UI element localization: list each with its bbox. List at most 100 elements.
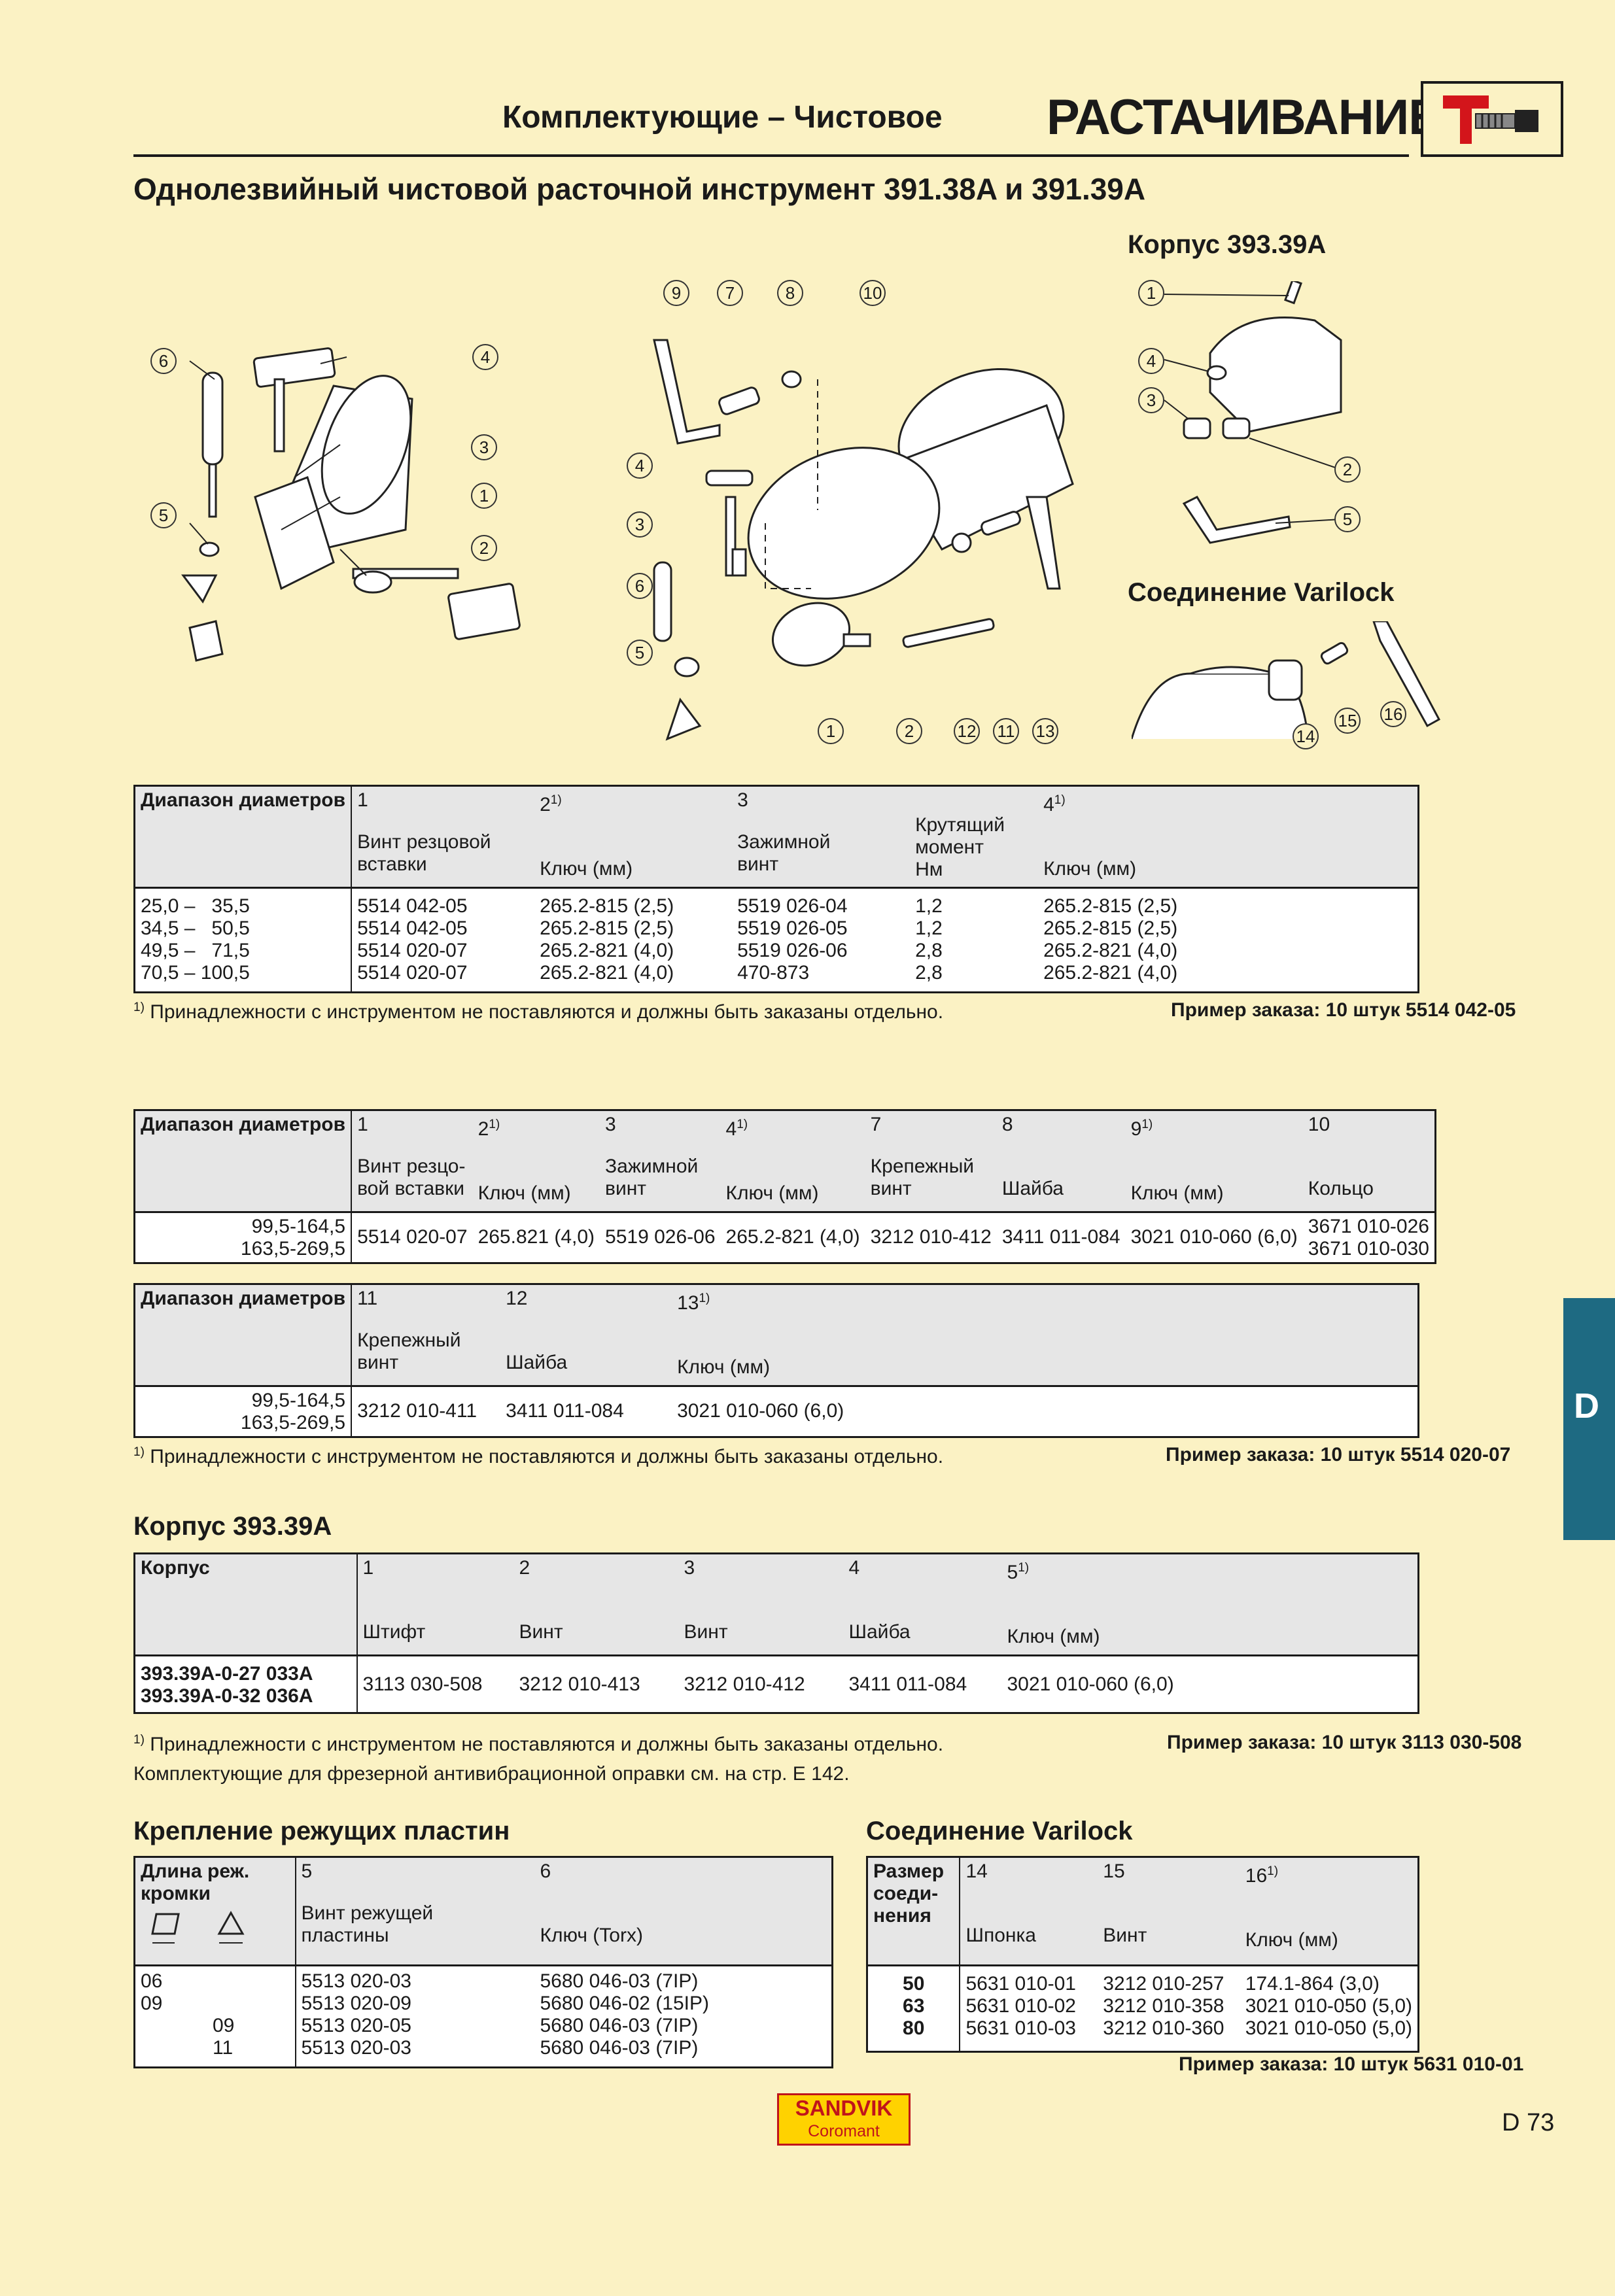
t1-col-num: 3	[737, 789, 748, 811]
t3-value: 3021 010-060 (6,0)	[672, 1385, 1419, 1437]
t2-col-num: 9	[1130, 1118, 1142, 1140]
t2-col-name: Крепежный винт	[870, 1156, 975, 1199]
callout-3: 3	[471, 434, 497, 460]
t2-col-name: Ключ (мм)	[1130, 1182, 1224, 1204]
callout-6: 6	[150, 348, 177, 374]
t2-value: 3411 011-084	[996, 1211, 1126, 1263]
varilock-drawing	[1132, 621, 1441, 740]
t2-value: 3021 010-060 (6,0)	[1125, 1211, 1303, 1263]
t2-row-label: Диапазон диаметров	[134, 1110, 353, 1212]
callout-1b: 1	[818, 718, 844, 744]
t3-col-num: 12	[506, 1288, 528, 1309]
t4-col-num: 4	[848, 1557, 860, 1579]
insert-shape-icons	[151, 1910, 245, 1944]
t4-col-sup: 1)	[1018, 1561, 1030, 1575]
t4-col-num: 1	[362, 1557, 374, 1579]
body-callout-1: 1	[1138, 280, 1164, 306]
t1-col-sup: 1)	[1054, 793, 1066, 807]
body-callout-5: 5	[1334, 506, 1361, 532]
t1-col3-values: 5519 026-04 5519 026-05 5519 026-06 470-…	[732, 887, 911, 993]
t2-col-num: 1	[357, 1114, 368, 1135]
t4-value: 3411 011-084	[843, 1654, 1002, 1713]
varilock-caption: Соединение Varilock	[1128, 578, 1395, 607]
t1-col-sup: 1)	[550, 793, 562, 807]
t1-col-name: Крутящий момент Нм	[915, 814, 1005, 880]
callout-2: 2	[471, 535, 497, 561]
footnote-3: 1) Принадлежности с инструментом не пост…	[133, 1733, 944, 1755]
t3-col-name: Крепежный винт	[357, 1329, 461, 1373]
t1-col4-values: 265.2-815 (2,5) 265.2-815 (2,5) 265.2-82…	[1038, 887, 1419, 993]
t4-col-name: Винт	[519, 1621, 563, 1643]
t4-value: 3212 010-413	[513, 1654, 679, 1713]
t4-body-codes: 393.39A-0-27 033A 393.39A-0-32 036A	[134, 1654, 358, 1713]
footnote-2: 1) Принадлежности с инструментом не пост…	[133, 1445, 944, 1467]
t6-col-name: Ключ (мм)	[1245, 1929, 1338, 1951]
sandvik-logo: SANDVIK Coromant	[777, 2093, 911, 2146]
t2-col-num: 2	[478, 1118, 489, 1140]
callout-1: 1	[471, 483, 497, 509]
t4-col-name: Штифт	[362, 1621, 426, 1643]
t2-col-sup: 1)	[737, 1118, 748, 1131]
body-drawing	[1164, 281, 1342, 544]
t3-col-name: Шайба	[506, 1352, 568, 1373]
section-tab-d: D	[1563, 1298, 1615, 1540]
t2-col-sup: 1)	[489, 1118, 500, 1131]
body-callout-3: 3	[1138, 387, 1164, 413]
t1-row-label: Диапазон диаметров	[134, 785, 353, 888]
t1-col1-values: 5514 042-05 5514 042-05 5514 020-07 5514…	[351, 887, 535, 993]
order-example-2: Пример заказа: 10 штук 5514 020-07	[1166, 1444, 1511, 1465]
order-example-3: Пример заказа: 10 штук 3113 030-508	[1167, 1732, 1522, 1753]
page-number: D 73	[1502, 2109, 1555, 2136]
t4-row-label: Корпус	[134, 1553, 358, 1656]
t6-col-name: Шпонка	[965, 1925, 1036, 1946]
t3-col-sup: 1)	[699, 1292, 710, 1305]
t6-col-sup: 1)	[1267, 1864, 1279, 1878]
t1-col-name: Зажимной винт	[737, 831, 831, 875]
left-assembly-drawing	[181, 347, 521, 662]
header-title: РАСТАЧИВАНИЕ	[1047, 90, 1442, 145]
boring-bar-icon	[1421, 81, 1563, 157]
body-caption: Корпус 393.39A	[1128, 230, 1327, 259]
t1-col-name: Ключ (мм)	[540, 858, 633, 880]
t2-col-name: Винт резцо- вой вставки	[357, 1156, 466, 1199]
callout-6b: 6	[627, 573, 653, 599]
callout-13: 13	[1032, 718, 1058, 744]
callout-4: 4	[472, 344, 498, 370]
t2-col-num: 10	[1308, 1114, 1330, 1135]
t2-value: 3212 010-412	[865, 1211, 997, 1263]
page-title: Однолезвийный чистовой расточной инструм…	[133, 172, 1146, 206]
t2-col-num: 3	[605, 1114, 616, 1135]
t5-key-values: 5680 046-03 (7IP) 5680 046-02 (15IP) 568…	[534, 1964, 833, 2068]
section-inserts-title: Крепление режущих пластин	[133, 1817, 510, 1845]
t4-col-num: 2	[519, 1557, 530, 1579]
footnote-1: 1) Принадлежности с инструментом не пост…	[133, 1001, 944, 1023]
t2-col-name: Ключ (мм)	[478, 1182, 571, 1204]
t6-col-num: 16	[1245, 1865, 1268, 1887]
note-milling: Комплектующие для фрезерной антивибрацио…	[133, 1763, 850, 1785]
callout-5b: 5	[627, 640, 653, 666]
t3-diam-values: 99,5-164,5 163,5-269,5	[134, 1385, 353, 1437]
callout-15: 15	[1334, 708, 1361, 734]
t2-value: 5514 020-07	[351, 1211, 473, 1263]
t2-col-num: 7	[870, 1114, 882, 1135]
t2-col-num: 8	[1001, 1114, 1013, 1135]
t1-col-num: 4	[1043, 794, 1054, 815]
t5-col-name: Ключ (Torx)	[540, 1925, 643, 1946]
callout-3b: 3	[627, 511, 653, 538]
t4-value: 3212 010-412	[678, 1654, 844, 1713]
t4-value: 3113 030-508	[356, 1654, 514, 1713]
t2-diam-values: 99,5-164,5 163,5-269,5	[134, 1211, 353, 1263]
t5-col-num: 5	[301, 1860, 313, 1882]
t3-col-num: 13	[677, 1292, 699, 1314]
t5-col-num: 6	[540, 1860, 551, 1882]
t2-value: 265.821 (4,0)	[472, 1211, 600, 1263]
t3-col-name: Ключ (мм)	[677, 1356, 771, 1378]
t2-col-name: Зажимной винт	[605, 1156, 699, 1199]
callout-16: 16	[1380, 701, 1406, 727]
t6-size-values: 50 63 80	[867, 1964, 961, 2052]
header-rule	[133, 154, 1409, 157]
t2-col-name: Кольцо	[1308, 1178, 1374, 1199]
